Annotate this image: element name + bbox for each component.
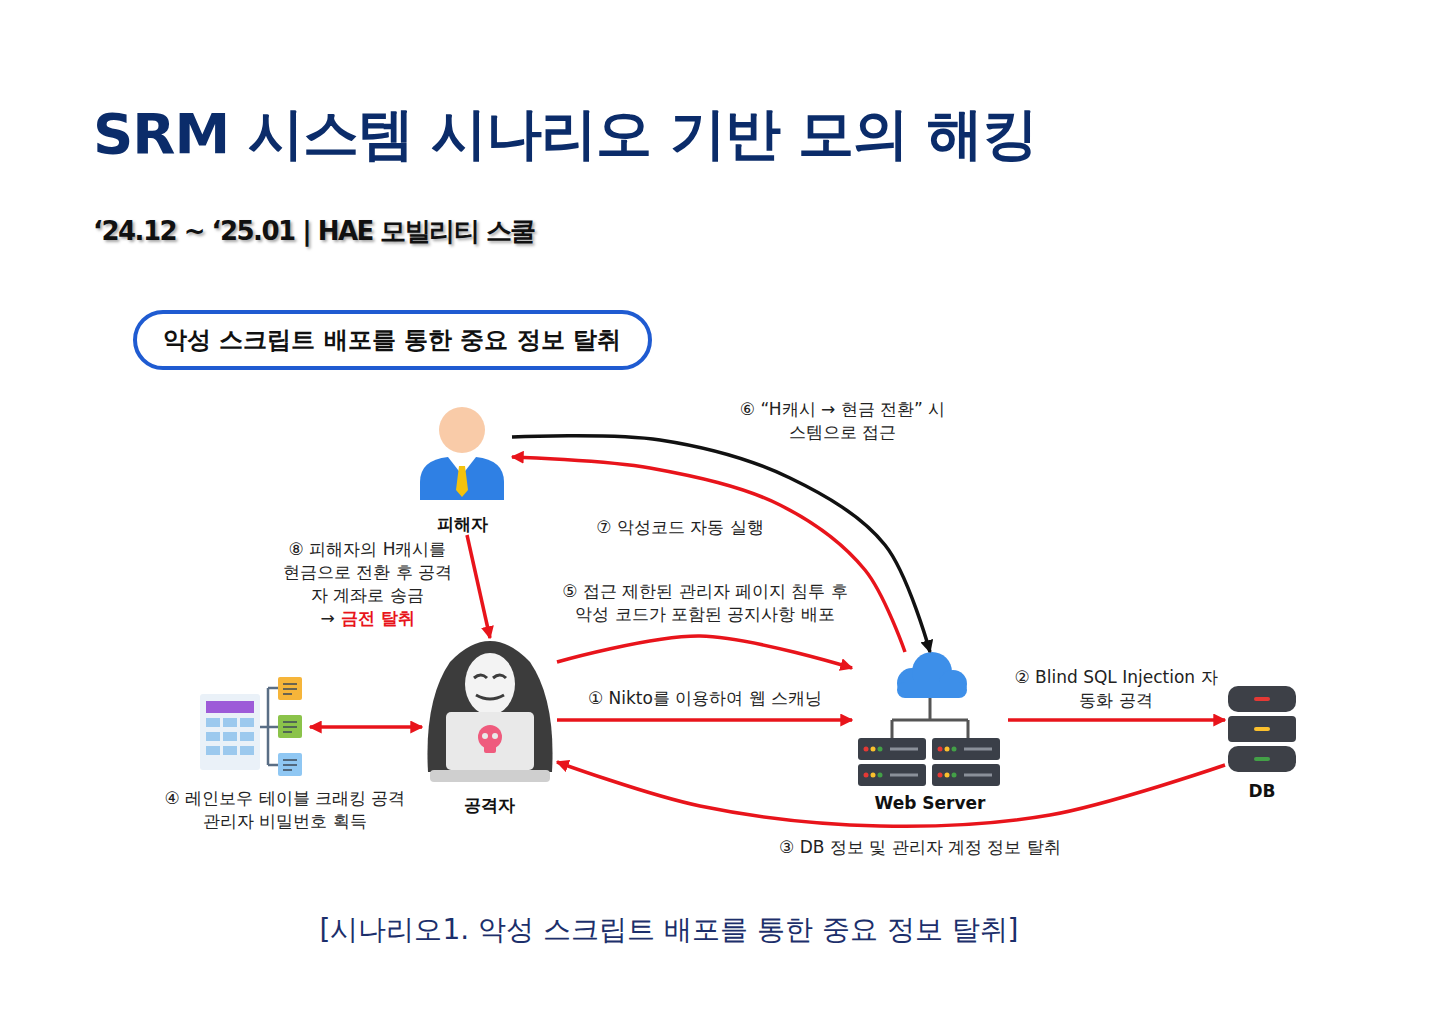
table-cell <box>223 732 237 741</box>
result-highlight: 금전 탈취 <box>341 607 415 630</box>
edge-label: ⑥ “H캐시 → 현금 전환” 시스템으로 접근 <box>735 398 950 444</box>
table-cells <box>206 718 254 755</box>
server-light <box>945 747 950 752</box>
attacker-skull-jaw <box>484 744 496 753</box>
rainbow-table-node: ④ 레인보우 테이블 크래킹 공격 관리자 비밀번호 획득 <box>198 674 310 780</box>
attacker-laptop-base <box>430 770 550 782</box>
table-cell <box>206 718 220 727</box>
attacker-skull-eye <box>482 733 488 739</box>
cloud-part <box>897 682 967 698</box>
database-icon <box>1228 686 1296 772</box>
attacker-hood <box>427 641 552 772</box>
table-cell <box>240 732 254 741</box>
connector-arrow <box>557 718 852 722</box>
cloud-symbol <box>897 652 967 698</box>
table-cell <box>240 746 254 755</box>
server-light <box>952 773 957 778</box>
scenario-pill: 악성 스크립트 배포를 통한 중요 정보 탈취 <box>133 310 652 370</box>
victim-body <box>420 457 504 500</box>
note-lines <box>283 684 297 770</box>
server-light <box>871 747 876 752</box>
table-board <box>200 694 260 770</box>
server-light <box>878 773 883 778</box>
connector-arrow <box>1008 718 1225 722</box>
victim-tie <box>456 466 468 497</box>
server-light <box>864 747 869 752</box>
database-node: DB <box>1225 684 1299 802</box>
attacker-node: 공격자 <box>422 638 557 816</box>
server-light <box>938 747 943 752</box>
connector-group <box>310 436 1225 827</box>
table-cell <box>223 746 237 755</box>
callout-text: ④ 레인보우 테이블 크래킹 공격 관리자 비밀번호 획득 <box>154 787 416 833</box>
page-title: SRM 시스템 시나리오 기반 모의 해킹 <box>93 98 1037 170</box>
table-header <box>206 701 254 713</box>
connector-arrow <box>512 457 905 652</box>
server-light <box>878 747 883 752</box>
rainbow-table-icon <box>200 677 302 776</box>
figure-caption: [시나리오1. 악성 스크립트 배포를 통한 중요 정보 탈취] <box>269 910 1069 950</box>
connector-arrow <box>467 535 490 638</box>
attacker-mask <box>465 653 515 715</box>
table-cell <box>223 718 237 727</box>
db-layer <box>1228 716 1296 742</box>
node-label: Web Server <box>875 792 986 814</box>
table-cell <box>206 746 220 755</box>
db-light <box>1254 727 1270 731</box>
server-light <box>938 773 943 778</box>
node-label: 악성 스크립트 배포를 통한 중요 정보 탈취 <box>163 324 621 356</box>
victim-head <box>439 407 485 453</box>
attacker-laptop <box>446 712 534 770</box>
server-stripes <box>890 749 992 775</box>
table-cell <box>240 718 254 727</box>
table-branches <box>260 688 278 765</box>
connector-arrow <box>557 762 1225 826</box>
db-layer <box>1228 746 1296 772</box>
edge-label: ② Blind SQL Injection 자동화 공격 <box>1010 666 1222 712</box>
edge-label: ① Nikto를 이용하여 웹 스캐닝 <box>588 687 822 710</box>
server-light <box>945 773 950 778</box>
server-light <box>871 773 876 778</box>
server-light <box>864 773 869 778</box>
node-label: DB <box>1248 780 1275 802</box>
edge-label: ⑧ 피해자의 H캐시를 현금으로 전환 후 공격자 계좌로 송금 <box>280 538 455 607</box>
date-subtitle: ‘24.12 ~ ‘25.01 | HAE 모빌리티 스쿨 <box>93 214 535 248</box>
db-layer <box>1228 686 1296 712</box>
attacker-skull-eye <box>492 733 498 739</box>
edge-label: ③ DB 정보 및 관리자 계정 정보 탈취 <box>779 836 1061 859</box>
connector-arrow <box>512 436 930 652</box>
result-arrow: → <box>320 607 334 630</box>
server-light <box>952 747 957 752</box>
server-lights <box>864 747 957 778</box>
db-light <box>1254 697 1270 701</box>
table-cell <box>206 732 220 741</box>
node-label: 공격자 <box>464 794 515 816</box>
connector-arrow <box>557 636 852 668</box>
web-server-icon <box>858 652 1000 786</box>
web-server-node: Web Server <box>852 652 1008 814</box>
node-label: 피해자 <box>437 513 488 535</box>
attacker-icon <box>427 641 552 782</box>
edge-label: ⑤ 접근 제한된 관리자 페이지 침투 후 악성 코드가 포함된 공지사항 배포 <box>555 580 855 626</box>
db-light <box>1254 757 1270 761</box>
edge-label: ⑦ 악성코드 자동 실행 <box>596 516 763 539</box>
network-wire <box>892 698 968 738</box>
victim-icon <box>420 407 504 500</box>
connector-arrow <box>310 725 422 729</box>
attacker-mask-lines <box>474 675 506 699</box>
victim-node: 피해자 <box>412 405 512 535</box>
